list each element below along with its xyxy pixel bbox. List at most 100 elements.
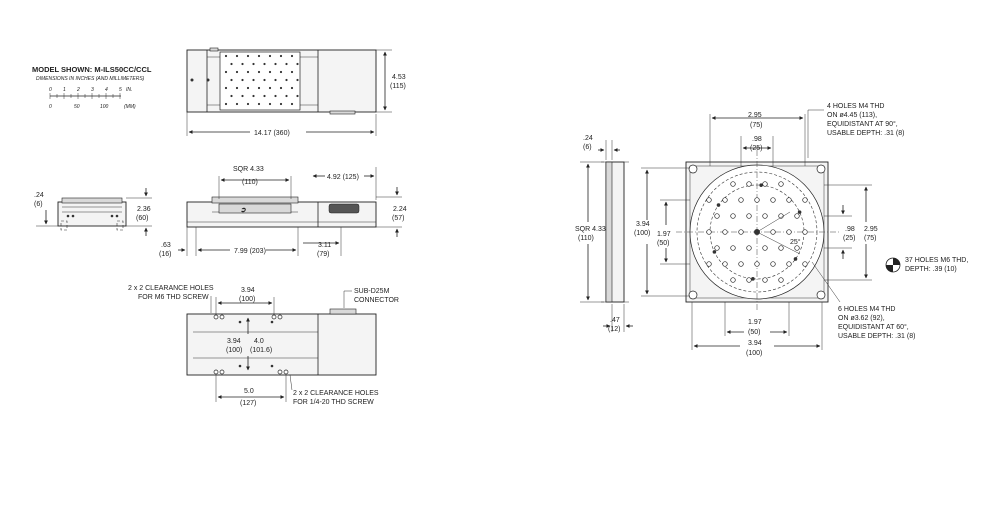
thread-symbol-icon	[885, 257, 901, 273]
carriage-hole	[257, 102, 261, 106]
clearance-m6-line1: 2 x 2 CLEARANCE HOLES	[128, 285, 214, 292]
carriage-m6-hole	[802, 261, 808, 267]
side-base-in: .63	[161, 242, 171, 249]
top-height-in: 4.53	[392, 74, 406, 81]
carriage-m6-hole	[754, 261, 760, 267]
scale-inch-1: 1	[63, 87, 66, 93]
side-view: ➲ SQR 4.33 (110) 4.92 (125) 2.24 (57) .6…	[159, 166, 407, 258]
carriage-hole	[268, 86, 272, 90]
carriage-hole	[296, 94, 299, 98]
carriage-hole	[252, 94, 255, 98]
bottom-spacing-top-mm: (100)	[239, 296, 255, 303]
carriage-hole	[246, 102, 250, 106]
scale-inch-5: 5	[119, 87, 122, 93]
carriage-hole	[241, 62, 244, 66]
carriage-hole	[279, 70, 283, 74]
side-height-in: 2.24	[393, 206, 407, 213]
carriage-m6-hole	[746, 245, 752, 251]
carriage-m4-hole	[797, 210, 802, 214]
bottom-spacing-top-in: 3.94	[241, 287, 255, 294]
scale-bar: 0 1 2 3 4 5 IN. 0 50 100 (MM)	[49, 87, 136, 110]
carriage-w2-mm: (25)	[750, 145, 762, 152]
carriage-hole	[285, 94, 288, 98]
carriage-m6-hole	[730, 213, 736, 219]
carriage-m6-hole	[722, 197, 728, 203]
carriage-hole	[279, 54, 283, 58]
bottom-spacing-bottom-mm: (127)	[240, 400, 256, 407]
carriage-hm-in: 1.97	[657, 231, 671, 238]
carriage-m4-hole	[793, 257, 798, 261]
carriage-hole	[224, 70, 228, 74]
carriage-hole	[263, 62, 266, 66]
carriage-hole	[246, 86, 250, 90]
carriage-m6-hole	[714, 213, 720, 219]
carriage-sqr-in: SQR 4.33	[575, 226, 606, 233]
carriage-m6-hole	[786, 229, 792, 235]
side-logo-mark: ➲	[240, 207, 246, 214]
note-m4-90-1: 4 HOLES M4 THD	[827, 103, 884, 110]
carriage-top-in: .24	[583, 135, 593, 142]
bottom-v1-mm: (100)	[226, 347, 242, 354]
clearance-14-line1: 2 x 2 CLEARANCE HOLES	[293, 390, 379, 397]
bottom-spacing-bottom-in: 5.0	[244, 388, 254, 395]
carriage-hole	[230, 62, 233, 66]
carriage-m6-hole	[754, 197, 760, 203]
carriage-hole	[285, 62, 288, 66]
carriage-m6-hole	[706, 261, 712, 267]
carriage-hole	[230, 78, 233, 82]
end-top-mm: (6)	[34, 201, 43, 208]
carriage-m6-hole	[802, 229, 808, 235]
carriage-m6-hole	[762, 277, 768, 283]
carriage-w1-in: 2.95	[748, 112, 762, 119]
carriage-hole	[290, 86, 294, 90]
carriage-m6-hole	[746, 277, 752, 283]
carriage-hr2-mm: (75)	[864, 235, 876, 242]
carriage-m4-hole	[759, 183, 763, 187]
dimensions-note: DIMENSIONS IN INCHES (AND MILLIMETERS)	[36, 76, 145, 82]
scale-mm-100: 100	[100, 104, 109, 110]
carriage-m4-hole	[712, 250, 717, 254]
model-title: MODEL SHOWN: M-ILS50CC/CCL	[32, 65, 152, 74]
carriage-m4-hole	[716, 203, 721, 207]
carriage-b1-mm: (50)	[748, 329, 760, 336]
side-base-mm: (16)	[159, 251, 171, 258]
side-conn-mm: (79)	[317, 251, 329, 258]
carriage-m6-hole	[786, 261, 792, 267]
carriage-hole	[279, 86, 283, 90]
carriage-m6-hole	[730, 181, 736, 187]
top-height-mm: (115)	[390, 83, 406, 90]
bottom-v2-in: 4.0	[254, 338, 264, 345]
carriage-bottom-mm: (12)	[608, 326, 620, 333]
note-m4-90-3: EQUIDISTANT AT 90°,	[827, 120, 898, 128]
carriage-hole	[224, 86, 228, 90]
carriage-hole	[235, 70, 239, 74]
carriage-sqr-mm: (110)	[578, 235, 594, 242]
carriage-m6-hole	[770, 261, 776, 267]
carriage-hole-grid	[224, 54, 299, 106]
scale-inch-0: 0	[49, 87, 52, 93]
carriage-hole	[263, 78, 266, 82]
note-m6-2: DEPTH: .39 (10)	[905, 266, 957, 273]
carriage-hole	[274, 78, 277, 82]
scale-mm-50: 50	[74, 104, 80, 110]
carriage-hole	[268, 54, 272, 58]
carriage-m6-hole	[706, 197, 712, 203]
note-m6-1: 37 HOLES M6 THD,	[905, 257, 968, 264]
note-m4-90-2: ON ø4.45 (113),	[827, 112, 877, 119]
carriage-m6-hole	[746, 181, 752, 187]
carriage-hole	[263, 94, 266, 98]
side-sqr-in: SQR 4.33	[233, 166, 264, 173]
carriage-hole	[230, 94, 233, 98]
carriage-hl-mm: (100)	[634, 230, 650, 237]
end-view: .24 (6) 2.36 (60)	[34, 188, 152, 236]
carriage-m6-hole	[778, 181, 784, 187]
connector-line2: CONNECTOR	[354, 297, 399, 304]
note-m4-90-4: USABLE DEPTH: .31 (8)	[827, 130, 904, 137]
carriage-w2-in: .98	[752, 136, 762, 143]
scale-inch-2: 2	[76, 87, 80, 93]
carriage-m6-hole	[794, 213, 800, 219]
carriage-hole	[257, 86, 261, 90]
carriage-hole	[296, 78, 299, 82]
side-travel: 7.99 (203)	[234, 248, 266, 255]
